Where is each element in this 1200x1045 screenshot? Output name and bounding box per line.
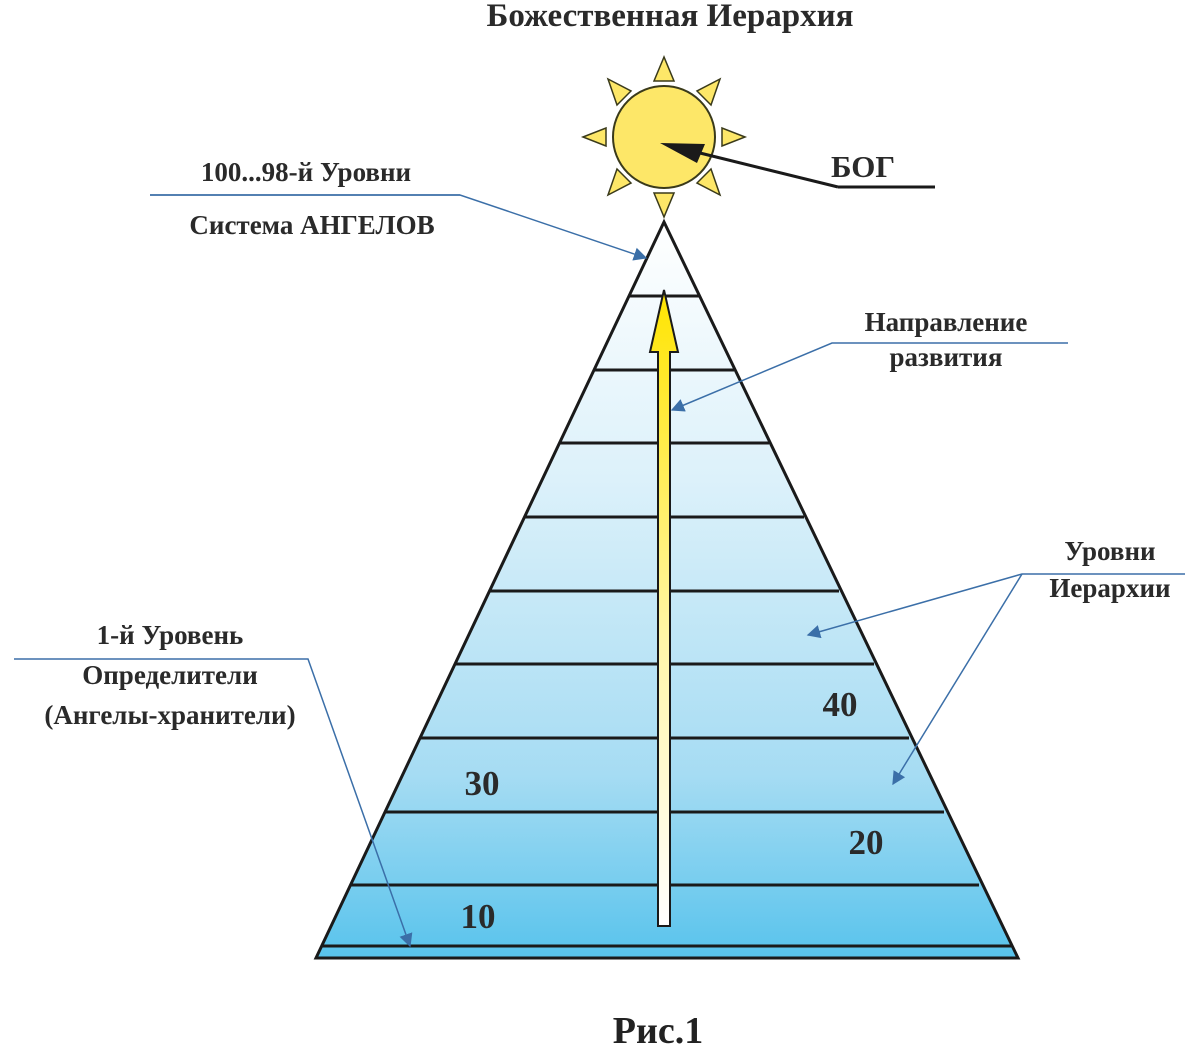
first-level-line1: 1-й Уровень — [97, 620, 244, 650]
first-level-leader — [14, 658, 413, 948]
first-level-line2: Определители — [82, 660, 258, 690]
level-number-10: 10 — [461, 897, 496, 936]
hierarchy-levels-line1: Уровни — [1064, 536, 1155, 566]
god-label: БОГ — [831, 149, 895, 184]
level-number-20: 20 — [849, 823, 884, 862]
top-levels-line1: 100...98-й Уровни — [201, 157, 411, 187]
hierarchy-levels-line2: Иерархии — [1049, 573, 1170, 603]
level-number-40: 40 — [823, 685, 858, 724]
diagram-title: Божественная Иерархия — [487, 0, 854, 34]
up-arrow-icon — [648, 289, 680, 927]
top-levels-leader — [150, 194, 648, 261]
first-level-line3: (Ангелы-хранители) — [44, 700, 295, 730]
figure-caption: Рис.1 — [613, 1010, 703, 1045]
sun-icon — [580, 55, 748, 219]
god-pointer — [660, 143, 935, 189]
direction-leader — [670, 342, 1068, 412]
top-levels-line2: Система АНГЕЛОВ — [189, 210, 434, 240]
hierarchy-leader-2 — [892, 573, 1023, 786]
direction-line1: Направление — [865, 307, 1028, 337]
direction-line2: развития — [890, 342, 1003, 372]
level-number-30: 30 — [465, 764, 500, 803]
